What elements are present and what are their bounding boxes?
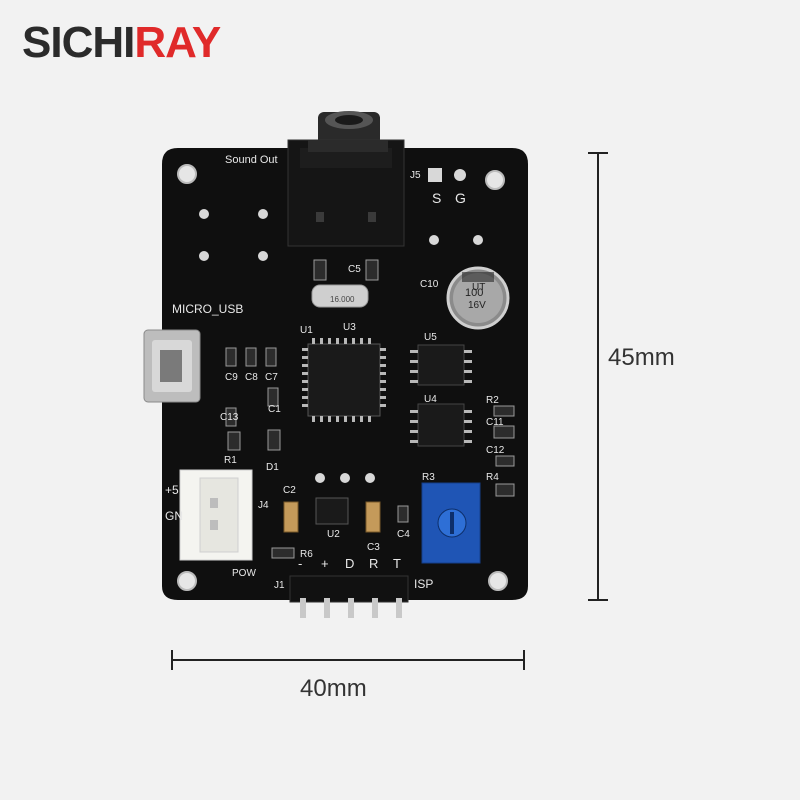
- pin-minus: -: [298, 556, 302, 571]
- label-c11: C11: [486, 417, 504, 428]
- label-c5: C5: [348, 264, 361, 275]
- mounting-holes: [177, 164, 508, 591]
- height-dimension: [588, 152, 608, 601]
- tantalum-capacitors: [283, 501, 381, 533]
- pin-t: T: [393, 556, 401, 571]
- label-r6: R6: [300, 549, 313, 560]
- brand-logo: SICHIRAY: [22, 18, 221, 68]
- label-u1: U1: [300, 325, 313, 336]
- label-c7: C7: [265, 372, 278, 383]
- label-j5: J5: [410, 170, 421, 181]
- through-hole-pads: [199, 168, 483, 483]
- cap-voltage: 16V: [468, 300, 486, 311]
- silkscreen-labels: Sound Out MICRO_USB J5 S G C10 100 16V U…: [165, 154, 505, 591]
- label-gn: GN: [165, 509, 183, 523]
- transistor-u2: [315, 497, 349, 525]
- label-c13: C13: [220, 412, 239, 423]
- ic-u4: [410, 403, 472, 447]
- label-c8: C8: [245, 372, 258, 383]
- label-u2: U2: [327, 529, 340, 540]
- label-u5: U5: [424, 332, 437, 343]
- label-g: G: [455, 190, 466, 206]
- label-c10: C10: [420, 279, 439, 290]
- brand-logo-part1: SICHI: [22, 18, 135, 67]
- label-c9: C9: [225, 372, 238, 383]
- label-r1: R1: [224, 455, 237, 466]
- pin-d: D: [345, 556, 354, 571]
- ic-u5: [410, 344, 472, 386]
- brand-logo-part2: RAY: [134, 18, 221, 67]
- audio-jack-body: [287, 139, 405, 247]
- electrolytic-capacitor: [446, 266, 510, 330]
- label-d1: D1: [266, 462, 279, 473]
- crystal-label: 16.000: [330, 295, 355, 304]
- power-connector: [179, 469, 253, 561]
- micro-usb-port: [143, 329, 201, 403]
- label-j4: J4: [258, 500, 269, 511]
- label-c12: C12: [486, 445, 505, 456]
- microcontroller-u1: [302, 338, 386, 422]
- label-u3: U3: [343, 322, 356, 333]
- cap-ut: UT: [472, 282, 485, 293]
- label-c1: C1: [268, 404, 281, 415]
- label-s: S: [432, 190, 441, 206]
- isp-pin-header: [289, 575, 409, 618]
- pin-r: R: [369, 556, 378, 571]
- width-dimension-label: 40mm: [300, 675, 367, 702]
- width-dimension: [171, 650, 525, 670]
- cap-value: 100: [465, 287, 483, 299]
- label-micro-usb: MICRO_USB: [172, 302, 243, 316]
- label-c3: C3: [367, 542, 380, 553]
- label-j1: J1: [274, 580, 285, 591]
- potentiometer: [421, 482, 481, 564]
- label-pow: POW: [232, 568, 256, 579]
- label-u4: U4: [424, 394, 437, 405]
- label-isp: ISP: [414, 577, 433, 591]
- smd-components: [225, 259, 515, 559]
- label-plus5: +5: [165, 483, 179, 497]
- pin-plus: +: [321, 556, 329, 571]
- label-sound-out: Sound Out: [225, 154, 278, 166]
- label-r3: R3: [422, 472, 435, 483]
- label-r4: R4: [486, 472, 499, 483]
- label-c4: C4: [397, 529, 410, 540]
- height-dimension-label: 45mm: [608, 344, 675, 371]
- label-r2: R2: [486, 395, 499, 406]
- label-c2: C2: [283, 485, 296, 496]
- crystal-oscillator: [311, 284, 369, 308]
